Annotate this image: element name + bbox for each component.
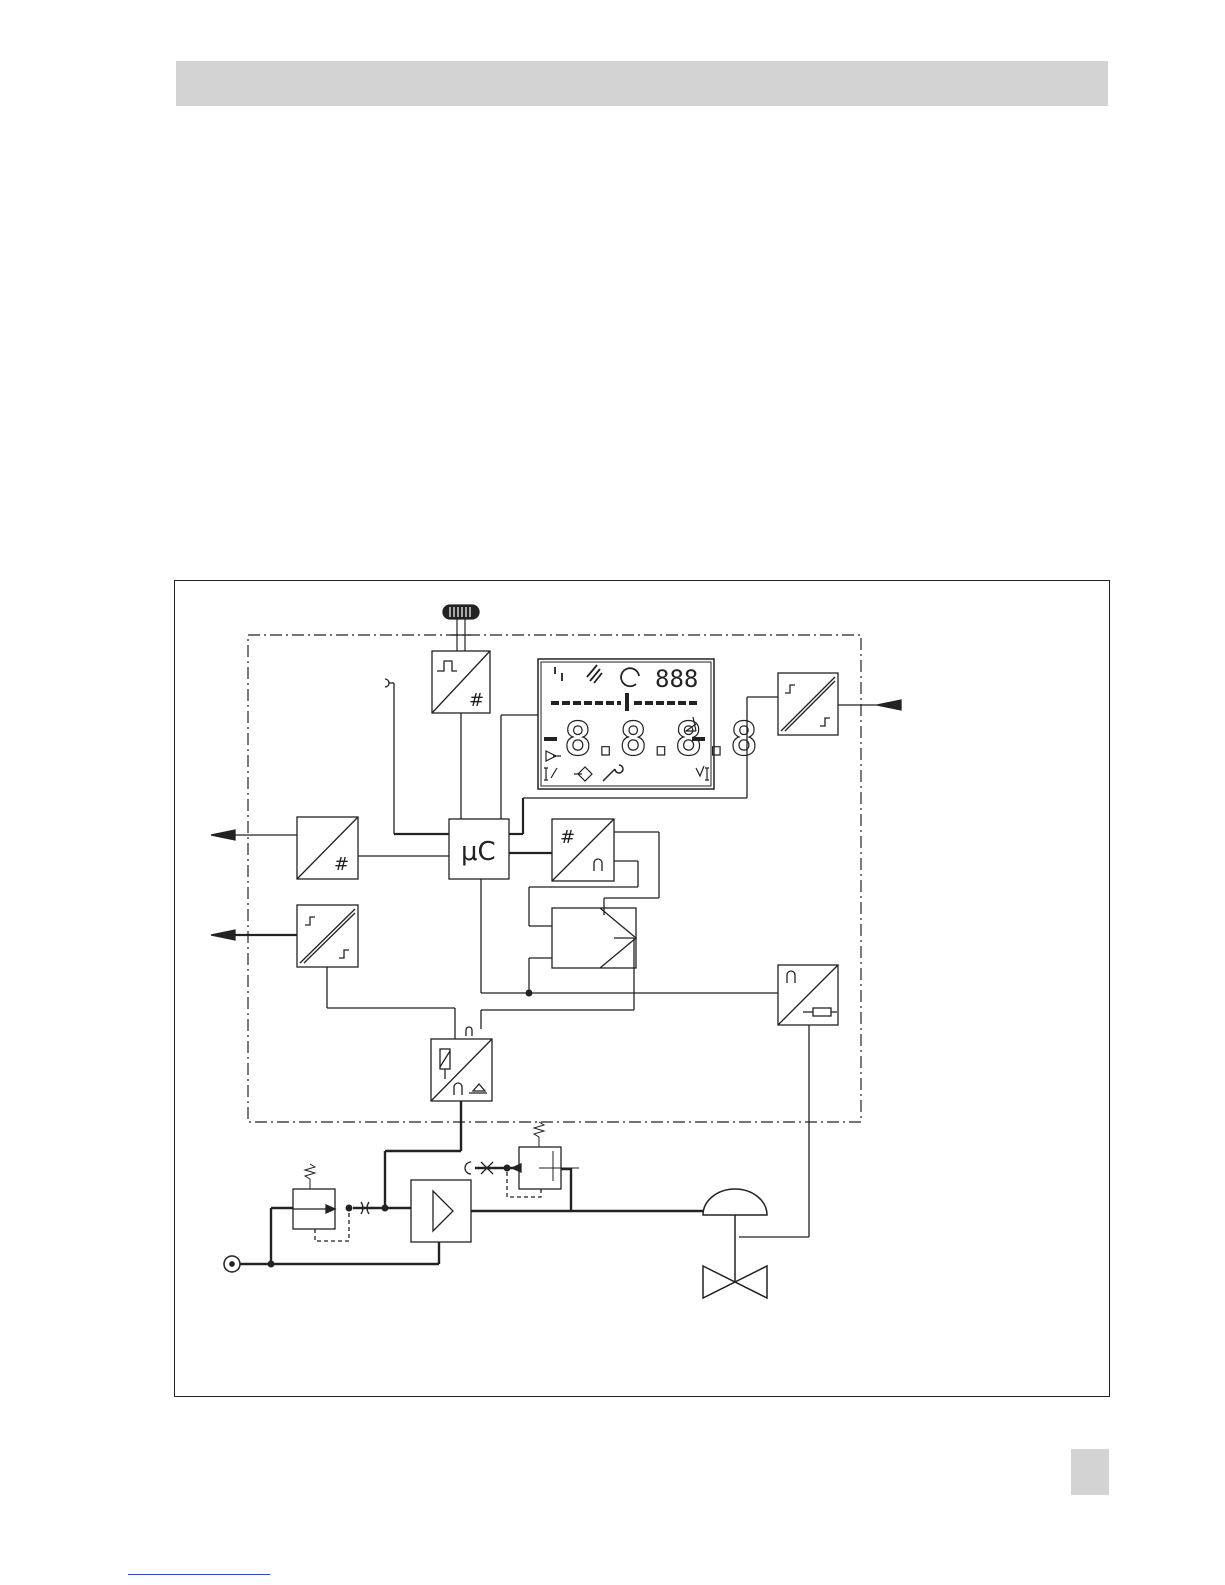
position-sensor-converter [778, 965, 838, 1025]
svg-text:#: # [560, 827, 575, 848]
binary-input-arrow [877, 700, 901, 710]
lcd-large-digits: 8.8.8.8 [564, 712, 758, 766]
block-diagram: # 888 8.8.8.8 [175, 581, 1111, 1398]
rotary-button-icon [443, 605, 479, 651]
svg-text:#: # [334, 854, 349, 875]
header-bar [176, 61, 1108, 106]
microcontroller-block: μC [449, 819, 509, 879]
lcd-bar-graph [551, 693, 699, 711]
ip-converter-block [431, 1027, 492, 1101]
pressure-regulator-right [507, 1122, 579, 1211]
binary-output-converter [297, 905, 358, 967]
refresh-icon [621, 668, 639, 686]
lcd-small-digits: 888 [655, 665, 698, 693]
analog-input-converter: # [297, 817, 358, 879]
digital-analog-converter: # [552, 819, 614, 881]
actuator-icon [703, 1189, 767, 1281]
booster-amplifier [411, 1180, 471, 1242]
footer-link-underline[interactable] [128, 1574, 270, 1575]
input-hook-icon [385, 679, 389, 687]
enter-icon [574, 767, 592, 781]
switch-icon [696, 766, 709, 780]
binary-output-arrow [211, 930, 235, 940]
lcd-status-icons [555, 665, 602, 683]
valve-close-icon [546, 751, 561, 761]
block-diagram-frame: # 888 8.8.8.8 [174, 580, 1110, 1397]
error-icon [544, 768, 557, 780]
binary-input-converter [778, 673, 838, 735]
wrench-icon [603, 765, 623, 781]
analog-input-arrow [211, 830, 235, 840]
lcd-display: 888 8.8.8.8 [538, 659, 758, 789]
hash-label: # [469, 690, 484, 711]
pulse-converter-block: # [432, 651, 490, 713]
page-number [1071, 1449, 1109, 1495]
pressure-regulator-left [293, 1164, 349, 1241]
microcontroller-label: μC [461, 837, 496, 867]
